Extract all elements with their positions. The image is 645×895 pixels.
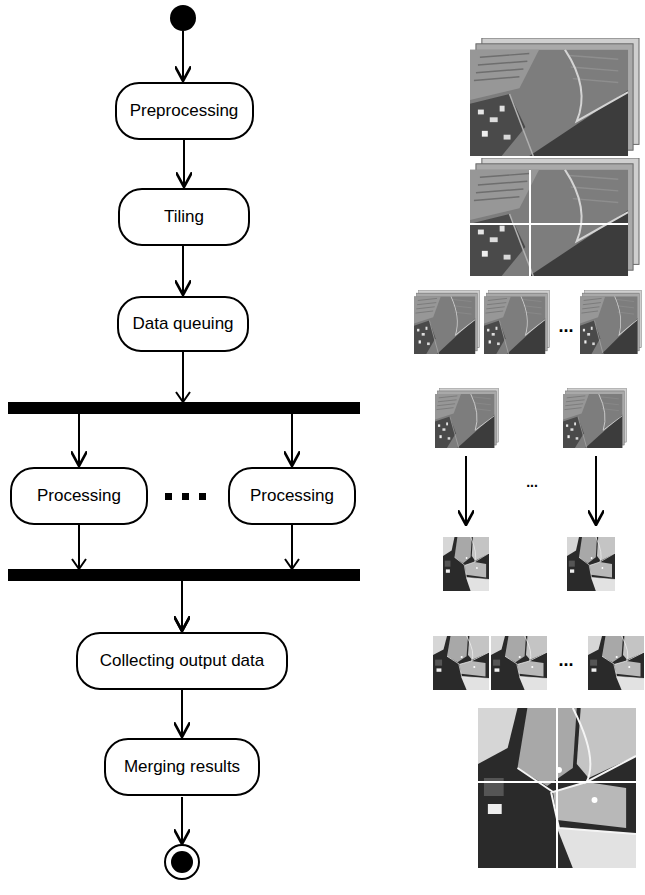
activity-label: Processing xyxy=(37,486,121,506)
ellipsis-label: ... xyxy=(558,651,573,669)
activity-label: Preprocessing xyxy=(130,101,239,121)
process-arrow xyxy=(595,456,597,525)
final-node xyxy=(171,851,193,873)
merged-image xyxy=(478,708,636,868)
activity-box: Processing xyxy=(10,467,148,525)
image-stack xyxy=(470,158,639,276)
initial-node xyxy=(170,5,196,31)
output-tile xyxy=(443,537,489,591)
control-flow-arrow xyxy=(181,690,183,737)
tile-stack xyxy=(435,388,499,448)
start-arrow xyxy=(182,31,184,81)
final-node-ring xyxy=(165,845,199,879)
activity-label: Collecting output data xyxy=(100,651,264,671)
merge-grid-line xyxy=(556,708,558,868)
activity-box: Tiling xyxy=(118,188,250,246)
activity-label: Processing xyxy=(250,486,334,506)
activity-box: Processing xyxy=(228,467,356,525)
activity-label: Data queuing xyxy=(132,314,233,334)
control-flow-arrow xyxy=(183,352,292,466)
ellipsis-label: ... xyxy=(526,475,538,489)
image-stack xyxy=(470,38,639,156)
activity-label: Merging results xyxy=(124,757,240,777)
control-flow-arrow xyxy=(79,352,183,466)
output-tile xyxy=(433,636,489,690)
activity-box: Collecting output data xyxy=(76,632,288,690)
output-tile xyxy=(567,537,615,591)
output-tile xyxy=(588,636,644,690)
tile-grid-line xyxy=(470,223,628,225)
control-flow-arrow xyxy=(79,525,182,631)
activity-box: Data queuing xyxy=(117,296,249,352)
activity-box: Merging results xyxy=(104,738,260,796)
end-arrow xyxy=(181,797,183,844)
ellipsis-dot xyxy=(199,493,206,500)
tile-stack xyxy=(484,290,550,354)
control-flow-arrow xyxy=(182,525,292,631)
tile-stack xyxy=(580,290,642,354)
tile-stack xyxy=(563,388,627,448)
ellipsis-dot xyxy=(165,493,172,500)
output-tile xyxy=(491,636,547,690)
ellipsis-dot xyxy=(182,493,189,500)
activity-label: Tiling xyxy=(164,207,204,227)
tile-stack xyxy=(414,290,480,354)
merge-grid-line xyxy=(478,781,636,783)
activity-box: Preprocessing xyxy=(115,82,254,140)
control-flow-arrow xyxy=(183,140,185,187)
control-flow-arrow xyxy=(182,246,184,295)
ellipsis-label: ... xyxy=(558,317,573,335)
process-arrow xyxy=(465,456,467,525)
